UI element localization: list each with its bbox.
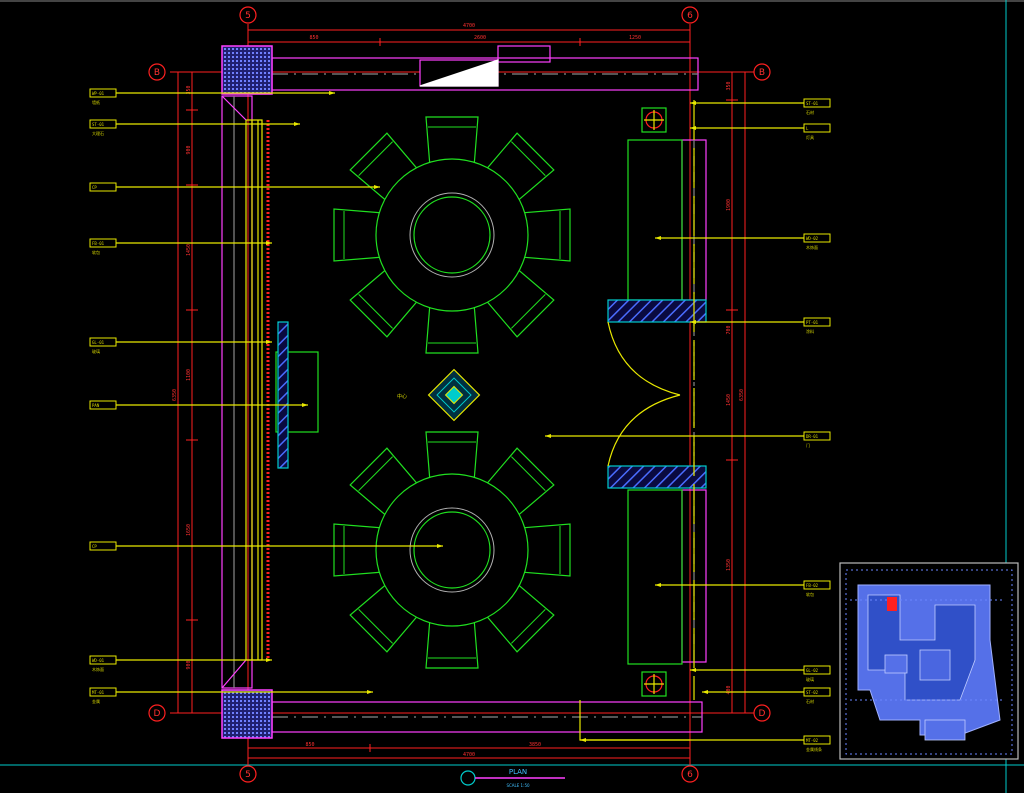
grid-label-right-bottom: D — [759, 709, 766, 719]
grid-label-left-top: B — [154, 68, 160, 78]
callout-right-7: GL-02 玻璃 — [690, 665, 831, 682]
dim-right-part-3: 700 — [726, 325, 732, 334]
corner-columns — [221, 45, 273, 739]
dim-right-part-6: 400 — [726, 685, 732, 694]
callout-left-code: CP — [92, 544, 97, 549]
key-plan — [839, 562, 1019, 760]
callout-right-4: PT-01 涂料 — [690, 317, 831, 334]
callout-left-note: 大理石 — [92, 130, 104, 136]
left-callouts: WP-01 墙纸 ST-01 大理石 CP FB-01 软包 GL-01 玻璃 PAN CP WD-0… — [89, 88, 443, 704]
callout-left-code: CP — [92, 185, 97, 190]
dim-left-part-5: 1650 — [186, 524, 192, 536]
floor-medallion — [427, 368, 481, 422]
callout-left-code: FB-01 — [92, 241, 105, 246]
callout-right-note: 涂料 — [806, 328, 814, 334]
drawing-scale: SCALE 1:50 — [506, 783, 530, 788]
dim-top-part-2: 2600 — [474, 35, 486, 41]
callout-right-5: DR-01 门 — [545, 431, 831, 448]
dim-bottom-part-2: 3850 — [529, 742, 541, 748]
dim-left-part-1: 350 — [186, 85, 192, 94]
round-table-2 — [333, 431, 571, 669]
grid-label-bottom-left: 5 — [245, 770, 251, 780]
callout-left-code: MT-01 — [92, 690, 105, 695]
callout-right-6: FB-02 软包 — [655, 580, 831, 597]
callout-right-note: 石材 — [806, 698, 814, 704]
dim-bottom-part-1: 850 — [305, 742, 314, 748]
callout-left-4: FB-01 软包 — [89, 238, 272, 255]
grid-label-top-left: 5 — [245, 11, 251, 21]
callout-left-note: 玻璃 — [92, 348, 100, 354]
right-callouts: ST-01 石材 L 灯具 WD-02 木饰面 PT-01 涂料 DR-01 门 FB-02 软包 GL… — [545, 98, 831, 752]
callout-right-code: ST-02 — [806, 690, 819, 695]
center-tag: 中心 — [397, 393, 407, 400]
callout-right-code: ST-01 — [806, 101, 819, 106]
dim-left-part-6: 900 — [186, 660, 192, 669]
callout-right-code: PT-01 — [806, 320, 819, 325]
dim-left-part-3: 1450 — [186, 244, 192, 256]
callout-right-9: MT-02 金属线条 — [580, 735, 831, 752]
callout-right-code: WD-02 — [806, 236, 819, 241]
callout-right-2: L 灯具 — [690, 123, 831, 140]
callout-left-7: CP — [89, 541, 443, 551]
callout-left-8: WD-01 木饰面 — [89, 655, 272, 672]
callout-right-note: 灯具 — [806, 134, 814, 140]
dining-tables — [333, 116, 571, 669]
callout-left-code: GL-01 — [92, 340, 105, 345]
dim-top-part-1: 850 — [309, 35, 318, 41]
callout-left-6: PAN — [89, 400, 308, 410]
grid-label-bottom-right: 6 — [687, 770, 693, 780]
callout-right-8: ST-02 石材 — [702, 687, 831, 704]
callout-right-note: 门 — [806, 442, 810, 448]
callout-left-note: 墙纸 — [92, 99, 100, 105]
callout-left-note: 木饰面 — [92, 666, 104, 672]
dim-left-total: 6350 — [172, 389, 178, 401]
dim-right-total: 6350 — [739, 389, 745, 401]
drawing-title: PLAN — [509, 768, 527, 776]
dim-bottom-total: 4700 — [463, 752, 475, 758]
callout-left-9: MT-01 金属 — [89, 687, 373, 704]
grid-label-left-bottom: D — [154, 709, 161, 719]
callout-left-5: GL-01 玻璃 — [89, 337, 272, 354]
callout-left-code: PAN — [92, 403, 100, 408]
grid-label-right-top: B — [759, 68, 765, 78]
dimension-lines — [177, 29, 746, 759]
callout-left-note: 金属 — [92, 698, 100, 704]
dim-top-total: 4700 — [463, 23, 475, 29]
dim-right-part-1: 350 — [726, 81, 732, 90]
grid-bubbles — [148, 6, 771, 783]
callout-right-note: 金属线条 — [806, 746, 822, 752]
room-walls — [221, 45, 707, 733]
dim-right-part-5: 1350 — [726, 559, 732, 571]
round-table-1 — [333, 116, 571, 354]
title-block: PLAN SCALE 1:50 — [460, 768, 565, 788]
callout-left-3: CP — [89, 182, 380, 192]
callout-right-code: L — [806, 126, 809, 131]
dim-top-part-3: 1250 — [629, 35, 641, 41]
callout-left-note: 软包 — [92, 249, 100, 255]
callout-right-code: GL-02 — [806, 668, 819, 673]
callout-right-note: 木饰面 — [806, 244, 818, 250]
callout-right-3: WD-02 木饰面 — [655, 233, 831, 250]
callout-left-1: WP-01 墙纸 — [89, 88, 335, 105]
callout-left-code: WD-01 — [92, 658, 105, 663]
callout-right-note: 软包 — [806, 591, 814, 597]
dim-left-part-4: 1100 — [186, 369, 192, 381]
dim-right-part-2: 1900 — [726, 199, 732, 211]
key-plan-highlight — [887, 597, 897, 611]
callout-left-code: ST-01 — [92, 122, 105, 127]
light-fixtures — [641, 107, 667, 697]
callout-right-note: 石材 — [806, 109, 814, 115]
callout-right-code: MT-02 — [806, 738, 819, 743]
callout-right-code: DR-01 — [806, 434, 819, 439]
grid-label-top-right: 6 — [687, 11, 693, 21]
dim-left-part-2: 900 — [186, 145, 192, 154]
dim-right-part-4: 1450 — [726, 394, 732, 406]
callout-right-1: ST-01 石材 — [690, 98, 831, 115]
callout-right-note: 玻璃 — [806, 676, 814, 682]
callout-right-code: FB-02 — [806, 583, 819, 588]
callout-left-code: WP-01 — [92, 91, 105, 96]
callout-left-2: ST-01 大理石 — [89, 119, 300, 136]
